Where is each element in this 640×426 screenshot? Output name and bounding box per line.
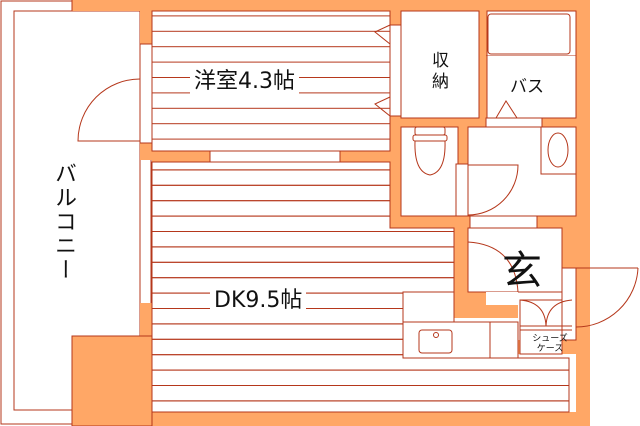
- label-dk: DK9.5帖: [210, 282, 307, 314]
- doorway-western-dk: [209, 150, 341, 163]
- shoe-case: [519, 299, 573, 355]
- storage: [374, 10, 480, 119]
- label-storage-2: 納: [432, 72, 449, 92]
- label-western-room: 洋室4.3帖: [190, 63, 299, 95]
- label-shoe-case-2: ケース: [536, 344, 564, 354]
- label-storage-1: 収: [432, 51, 449, 71]
- label-balcony: バルコニー: [51, 162, 76, 282]
- balcony-door: [77, 43, 153, 144]
- walls: [71, 0, 590, 426]
- sink-icon: [418, 329, 453, 354]
- label-shoe-case: シューズ ケース: [527, 334, 573, 354]
- label-entrance: 玄: [502, 248, 542, 294]
- toilet-room: [400, 126, 469, 217]
- bath: [485, 10, 577, 128]
- entrance: [467, 227, 639, 341]
- label-bath: バス: [510, 77, 544, 97]
- washroom: [467, 126, 577, 229]
- label-shoe-case-1: シューズ: [532, 334, 568, 344]
- kitchen-counter: [402, 291, 519, 359]
